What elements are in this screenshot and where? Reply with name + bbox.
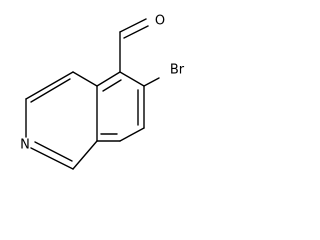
pyridine-ring (25, 71, 98, 170)
bond-c7-c8 (119, 127, 145, 142)
benzene-ring (96, 71, 145, 142)
bond-c4a-c4 (72, 71, 98, 87)
bond-c5-c6 (119, 71, 145, 87)
nitrogen-atom-label: N (20, 138, 30, 153)
bromine-atom-label: Br (170, 63, 185, 78)
bond-c4a-c5 (96, 71, 121, 87)
bond-n2-c1-inner (34, 141, 73, 162)
bond-cho-o (119, 18, 147, 33)
aldehyde-group: O (119, 14, 165, 73)
bond-n2-c1 (30, 147, 74, 170)
bond-cho-o-double (123, 25, 149, 39)
bond-c1-c8a (72, 140, 98, 170)
bromo-group: Br (143, 63, 185, 87)
oxygen-atom-label: O (155, 14, 165, 29)
bond-c4a-c5-inner (102, 79, 122, 92)
bond-c4-c3-inner (30, 78, 71, 103)
structure-diagram: O Br N (20, 14, 185, 170)
bond-c4-c3 (25, 71, 74, 100)
bond-c6-br (143, 77, 160, 87)
